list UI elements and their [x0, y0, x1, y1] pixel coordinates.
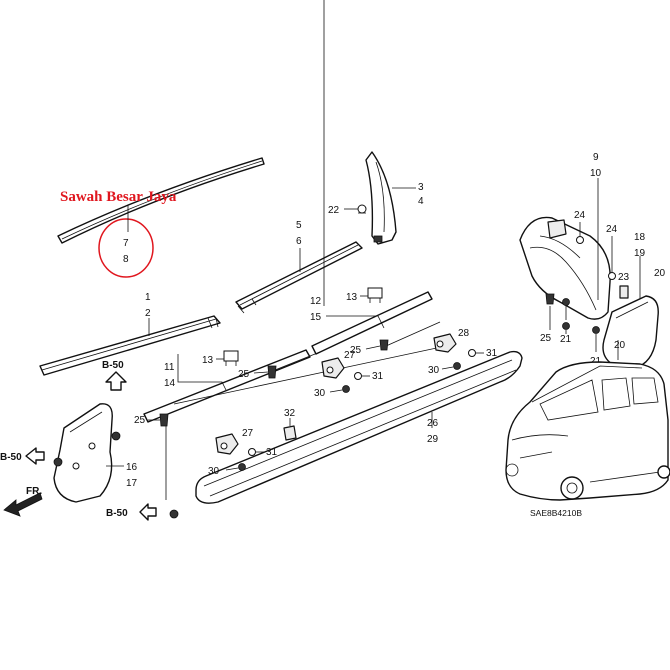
- callout-23: 23: [618, 272, 630, 283]
- callout-30-b: 30: [314, 388, 326, 399]
- clip-28: [433, 333, 457, 353]
- callout-1: 1: [145, 292, 151, 303]
- callout-31-b: 31: [372, 371, 384, 382]
- side-sill-garnish: [195, 350, 523, 504]
- callout-15: 15: [310, 312, 322, 323]
- clip-27-low: [215, 433, 239, 455]
- clip-24-b: [608, 272, 616, 280]
- clip-24-a: [576, 236, 584, 244]
- callout-24-b: 24: [606, 224, 618, 235]
- nut-31-b: [354, 372, 362, 380]
- b50-arrow-bottom: [139, 503, 157, 521]
- callout-32: 32: [284, 408, 296, 419]
- callout-21-a: 21: [560, 334, 572, 345]
- clip-27-mid: [321, 357, 345, 379]
- b50-arrow-top: [105, 371, 127, 391]
- highlight-circle: [98, 218, 154, 278]
- front-mudguard: [53, 403, 113, 503]
- front-door-molding: [39, 315, 221, 376]
- rear-door-protector: [311, 291, 433, 355]
- callout-30-c: 30: [208, 466, 220, 477]
- callout-7: 7: [123, 238, 129, 249]
- nut-31-c: [248, 448, 256, 456]
- screw-25-d: [545, 293, 555, 305]
- clip-13-rear: [367, 287, 383, 303]
- callout-25-d: 25: [540, 333, 552, 344]
- screw-front-mudguard: [53, 431, 179, 519]
- callout-25-a: 25: [350, 345, 362, 356]
- b50-ref-left: B-50: [0, 452, 22, 463]
- clip-23: [619, 285, 629, 299]
- b50-ref-bottom: B-50: [106, 508, 128, 519]
- callout-12: 12: [310, 296, 322, 307]
- callout-27-low: 27: [242, 428, 254, 439]
- callout-14: 14: [164, 378, 176, 389]
- bolt-20-a: [562, 298, 570, 306]
- callout-27-mid: 27: [344, 350, 356, 361]
- bolt-30-c: [238, 463, 246, 471]
- callout-31-a: 31: [486, 348, 498, 359]
- rear-door-molding: [235, 241, 363, 314]
- callout-2: 2: [145, 308, 151, 319]
- screw-25-c: [159, 413, 169, 427]
- callout-3: 3: [418, 182, 424, 193]
- front-direction-arrow: [3, 492, 43, 517]
- clip-13-front: [223, 350, 239, 366]
- diagram-code: SAE8B4210B: [530, 508, 582, 518]
- callout-13-rear: 13: [346, 292, 358, 303]
- car-illustration: [505, 361, 670, 501]
- roof-molding: [57, 157, 265, 244]
- clip-22: [357, 204, 367, 214]
- watermark: Sawah Besar Jaya: [60, 189, 177, 205]
- callout-8: 8: [123, 254, 129, 265]
- screw-25-a: [379, 339, 389, 351]
- callout-29: 29: [427, 434, 439, 445]
- nut-31-a: [468, 349, 476, 357]
- callout-9: 9: [593, 152, 599, 163]
- callout-24-a: 24: [574, 210, 586, 221]
- b50-ref-top: B-50: [102, 360, 124, 371]
- bolt-21-b: [592, 326, 600, 334]
- callout-22: 22: [328, 205, 340, 216]
- callout-5: 5: [296, 220, 302, 231]
- callout-19: 19: [634, 248, 646, 259]
- callout-28: 28: [458, 328, 470, 339]
- rear-mudguard: [602, 295, 659, 369]
- callout-20-a: 20: [614, 340, 626, 351]
- callout-18: 18: [634, 232, 646, 243]
- callout-25-c: 25: [134, 415, 146, 426]
- callout-25-b: 25: [238, 369, 250, 380]
- callout-10: 10: [590, 168, 602, 179]
- callout-13-front: 13: [202, 355, 214, 366]
- callout-26: 26: [427, 418, 439, 429]
- bolt-30-a: [453, 362, 461, 370]
- clip-32: [283, 425, 297, 441]
- pillar-garnish: [365, 151, 397, 245]
- callout-31-c: 31: [266, 447, 278, 458]
- callout-16: 16: [126, 462, 138, 473]
- callout-20-b: 20: [654, 268, 666, 279]
- bolt-30-b: [342, 385, 350, 393]
- callout-30-a: 30: [428, 365, 440, 376]
- callout-11: 11: [164, 362, 175, 373]
- callout-4: 4: [418, 196, 424, 207]
- b50-arrow-left: [25, 447, 45, 465]
- callout-6: 6: [296, 236, 302, 247]
- screw-25-b: [267, 365, 277, 379]
- bolt-21-a: [562, 322, 570, 330]
- callout-17: 17: [126, 478, 138, 489]
- front-direction-label: FR.: [26, 486, 42, 497]
